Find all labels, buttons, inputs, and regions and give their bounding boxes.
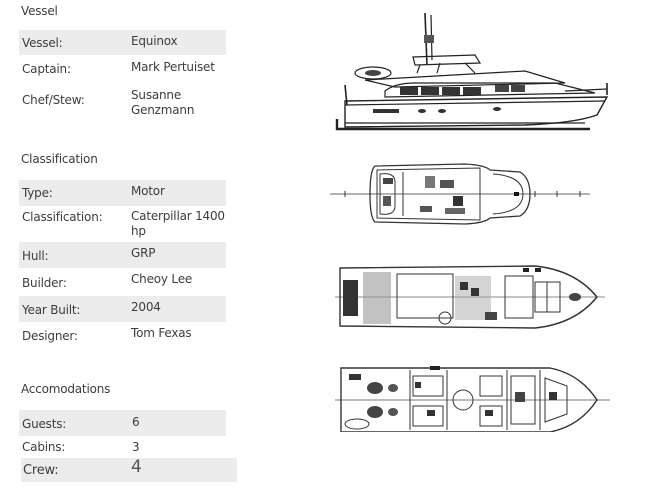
value-type: Motor (131, 184, 165, 198)
value-vessel: Equinox (131, 34, 178, 48)
row-designer: Designer: Tom Fexas (19, 322, 226, 349)
row-captain: Captain: Mark Pertuiset (19, 56, 226, 82)
label-builder: Builder: (22, 276, 67, 290)
value-builder: Cheoy Lee (131, 272, 193, 286)
flybridge-plan-drawing (330, 163, 590, 225)
lower-deck-plan-drawing (335, 366, 610, 432)
value-hull: GRP (131, 246, 156, 260)
row-guests: Guests: 6 (19, 410, 226, 436)
label-chef-stew: Chef/Stew: (22, 93, 85, 107)
row-crew: Crew: 4 (21, 458, 237, 482)
section-title-accomodations: Accomodations (21, 382, 111, 396)
label-type: Type: (22, 186, 53, 200)
value-chef-stew: Susanne Genzmann (131, 88, 195, 117)
row-hull: Hull: GRP (19, 242, 226, 268)
section-title-vessel: Vessel (21, 4, 58, 18)
row-vessel: Vessel: Equinox (19, 30, 226, 55)
label-year-built: Year Built: (22, 303, 81, 317)
value-classification: Caterpillar 1400 hp (131, 209, 225, 238)
value-captain: Mark Pertuiset (131, 60, 215, 74)
label-crew: Crew: (23, 463, 59, 478)
label-guests: Guests: (22, 417, 67, 431)
label-classification: Classification: (22, 210, 103, 224)
value-guests: 6 (132, 415, 140, 429)
label-hull: Hull: (22, 249, 49, 263)
label-designer: Designer: (22, 329, 78, 343)
row-cabins: Cabins: 3 (19, 436, 226, 458)
row-type: Type: Motor (19, 180, 226, 206)
yacht-profile-drawing (335, 12, 609, 131)
row-classification: Classification: Caterpillar 1400 hp (19, 206, 226, 242)
label-captain: Captain: (22, 62, 71, 76)
row-builder: Builder: Cheoy Lee (19, 268, 226, 295)
row-year-built: Year Built: 2004 (19, 296, 226, 322)
section-title-classification: Classification (21, 152, 98, 166)
value-crew: 4 (131, 457, 142, 477)
main-deck-plan-drawing (335, 265, 605, 329)
row-chef-stew: Chef/Stew: Susanne Genzmann (19, 84, 226, 120)
value-year-built: 2004 (131, 300, 161, 314)
label-cabins: Cabins: (22, 440, 66, 454)
value-designer: Tom Fexas (131, 326, 192, 340)
label-vessel: Vessel: (22, 36, 63, 50)
value-cabins: 3 (132, 440, 140, 454)
